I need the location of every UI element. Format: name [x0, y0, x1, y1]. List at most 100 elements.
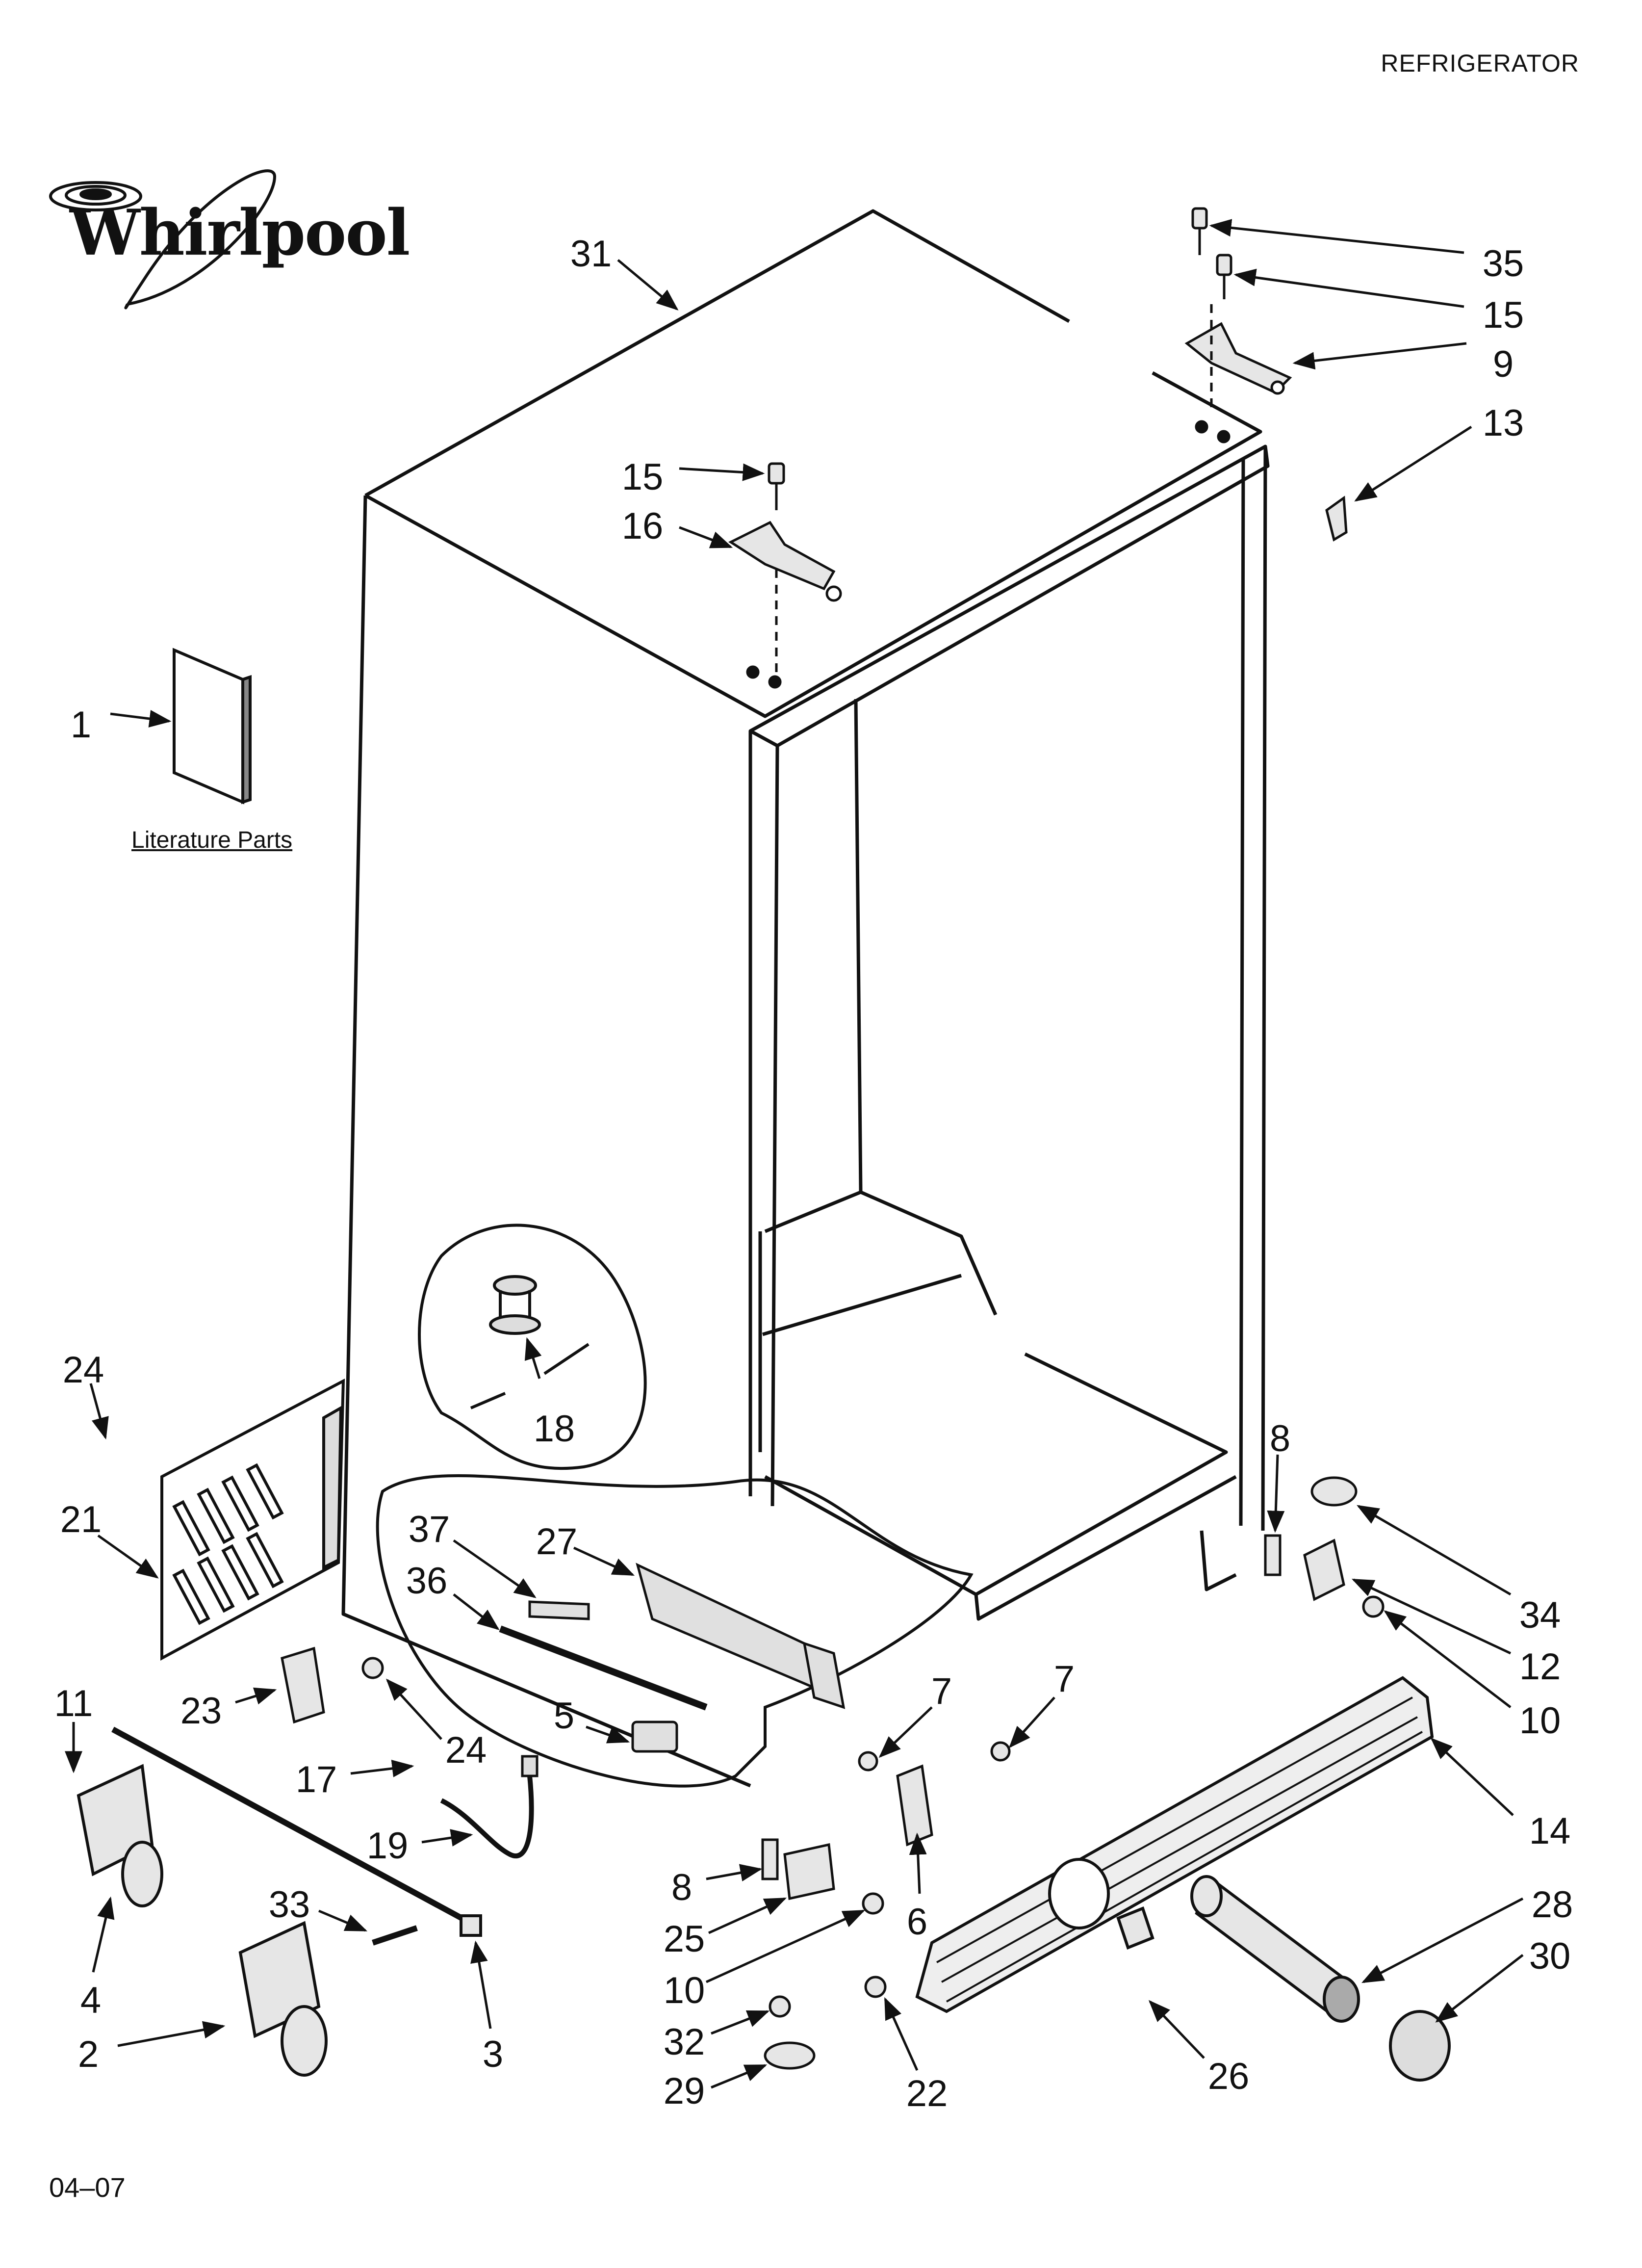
callout-leader-line [878, 1706, 933, 1758]
callout-leader-line [470, 1940, 492, 2029]
callout-label: 2 [78, 2033, 99, 2075]
callout-leader-line [1384, 1610, 1512, 1708]
roller-assemblies [77, 1726, 482, 2077]
callout-leader-line [350, 1759, 414, 1777]
callout-leader-line [1351, 1578, 1512, 1655]
callout-leader-line [1354, 425, 1472, 502]
top-hinge-left [728, 462, 842, 672]
bottom-hinge-center [761, 1741, 1011, 2070]
callout-label: 28 [1532, 1884, 1573, 1926]
cabinet-shell [341, 209, 1270, 1788]
callout-leader-line [524, 1337, 542, 1379]
callout-label: 1 [71, 704, 91, 746]
callout-label: 11 [54, 1683, 93, 1724]
callout-label: 8 [671, 1867, 692, 1908]
page-header-title: REFRIGERATOR [1381, 50, 1579, 77]
callout-leader-line [617, 259, 679, 311]
callout-label: 31 [570, 233, 612, 275]
callout-label: 4 [80, 1980, 101, 2021]
callout-leader-line [1209, 219, 1464, 254]
callout-leader-line [711, 2064, 768, 2089]
callout-leader-line [318, 1909, 368, 1932]
part-19-tube [440, 1755, 539, 1858]
callout-label: 19 [367, 1825, 409, 1867]
callout-label: 12 [1519, 1646, 1561, 1688]
callout-label: 18 [534, 1408, 575, 1450]
callout-label: 17 [296, 1759, 337, 1800]
callout-label: 36 [406, 1560, 448, 1602]
callout-label: 35 [1483, 243, 1524, 285]
callout-label: 22 [906, 2073, 948, 2114]
callout-label: 15 [1483, 294, 1524, 336]
callout-label: 29 [664, 2070, 705, 2112]
callout-leader-line [711, 2010, 770, 2035]
literature-booklet [173, 648, 252, 805]
callout-label: 10 [1519, 1700, 1561, 1742]
callout-label: 8 [1270, 1418, 1290, 1460]
callout-leader-line [586, 1725, 630, 1744]
base-grille [915, 1676, 1434, 2013]
callout-label: 7 [931, 1670, 952, 1712]
callout-leader-line [679, 526, 733, 548]
callout-label: 25 [664, 1918, 705, 1960]
callout-label: 10 [664, 1970, 705, 2011]
callout-label: 33 [269, 1884, 310, 1926]
callout-label: 5 [554, 1695, 574, 1737]
callout-label: 37 [409, 1509, 450, 1550]
callout-leader-line [97, 1534, 159, 1579]
footer-code: 04–07 [49, 2172, 126, 2203]
cutaway-leveler [418, 1224, 647, 1470]
callout-label: 15 [622, 456, 664, 498]
callout-leader-line [706, 1864, 763, 1881]
whirlpool-logo: Whirlpool [70, 196, 410, 270]
callout-leader-line [453, 1539, 537, 1598]
machine-compartment-cutaway [376, 1474, 974, 1788]
callout-label: 30 [1529, 1935, 1571, 1977]
callout-leader-line [92, 1896, 115, 1973]
callout-leader-line [235, 1687, 277, 1705]
callout-leader-line [1292, 342, 1467, 370]
part-13-clip [1325, 495, 1348, 542]
callout-leader-line [679, 463, 765, 481]
callout-label: 7 [1054, 1658, 1075, 1700]
callout-label: 34 [1519, 1594, 1561, 1636]
callout-leader-line [1233, 268, 1464, 308]
rear-access-panel [160, 1378, 345, 1661]
whirlpool-swirl-icon [49, 169, 277, 310]
callout-leader-line [1008, 1696, 1055, 1748]
part-23-bracket [281, 1646, 384, 1724]
callout-leader-line [909, 1832, 927, 1894]
callout-label: 23 [180, 1690, 222, 1732]
callout-leader-line [89, 1383, 109, 1440]
callout-leader-line [1267, 1454, 1285, 1533]
callout-leader-line [1357, 1505, 1512, 1596]
callout-label: 6 [907, 1901, 927, 1943]
callout-label: 3 [483, 2033, 503, 2075]
callout-leader-line [573, 1546, 635, 1576]
callout-leader-line [705, 1909, 866, 1983]
callout-leader-line [884, 1997, 919, 2071]
literature-parts-label: Literature Parts [131, 827, 293, 853]
callout-label: 13 [1483, 402, 1524, 444]
callout-label: 27 [536, 1521, 578, 1563]
callout-label: 32 [664, 2021, 705, 2063]
callout-label: 14 [1529, 1810, 1571, 1852]
water-filter [1116, 1875, 1451, 2082]
callout-label: 26 [1208, 2056, 1250, 2097]
callout-leader-line [1435, 1954, 1524, 2023]
water-valve-assembly [499, 1563, 846, 1753]
callout-label: 21 [60, 1499, 102, 1540]
callout-leader-line [1148, 2000, 1205, 2059]
callout-leader-line [385, 1678, 442, 1740]
bottom-hinge-right [1264, 1476, 1385, 1618]
callout-leader-line [1430, 1737, 1514, 1816]
callout-leader-line [453, 1593, 500, 1630]
callout-leader-line [421, 1829, 473, 1847]
callout-leader-line [110, 710, 172, 728]
callout-label: 9 [1493, 343, 1514, 385]
callout-leader-line [117, 2021, 226, 2047]
top-hinge-right [1184, 207, 1292, 412]
callout-label: 16 [622, 505, 664, 547]
